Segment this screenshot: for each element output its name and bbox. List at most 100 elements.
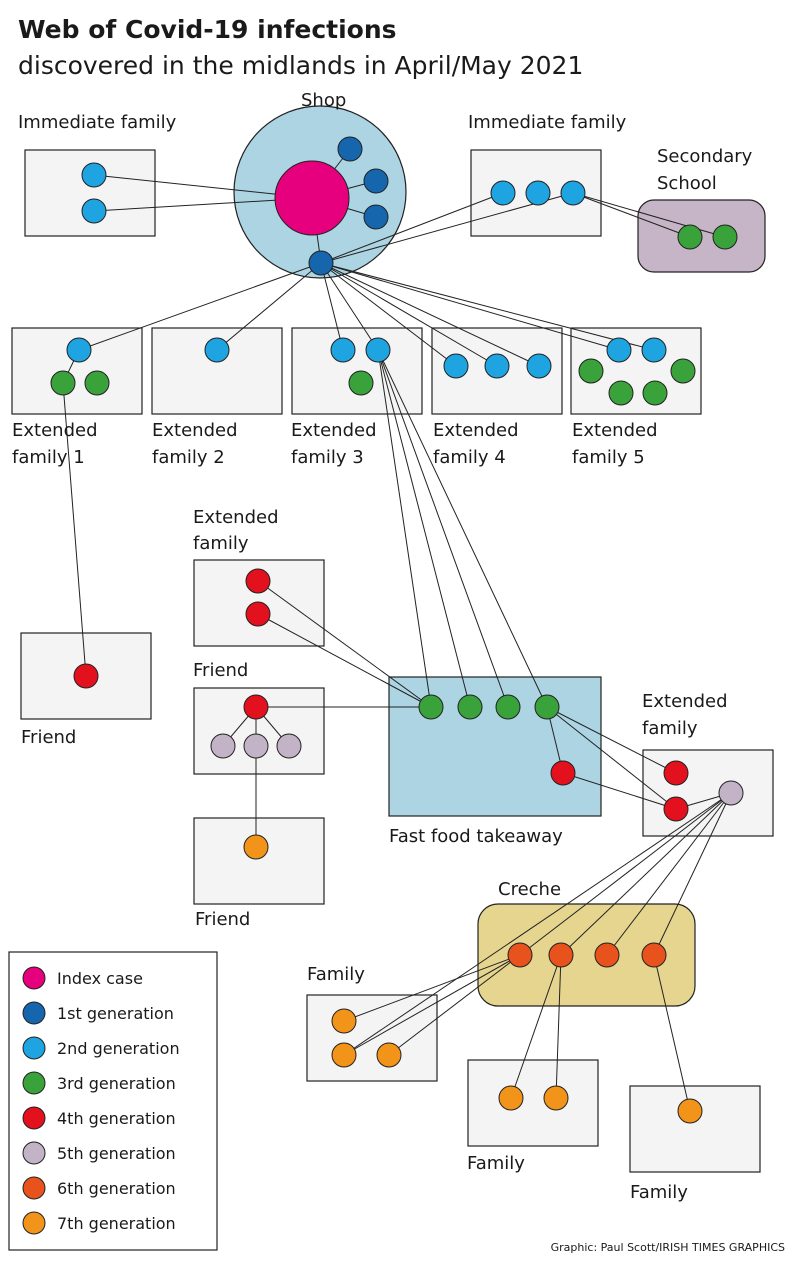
link-s4-ir3 bbox=[320, 192, 574, 264]
case-node-gen3-e5e bbox=[608, 380, 634, 406]
case-node-gen6-c3 bbox=[594, 942, 620, 968]
fast-food-takeaway-label: Fast food takeaway bbox=[389, 826, 563, 847]
link-e3b-t4 bbox=[377, 349, 548, 708]
family-right-label: Family bbox=[630, 1182, 688, 1203]
link-t5-er2 bbox=[562, 772, 677, 810]
link-s4-e5b bbox=[320, 262, 655, 351]
legend-label-gen5: 5th generation bbox=[57, 1144, 176, 1163]
friend-bottom-label: Friend bbox=[195, 909, 250, 930]
link-e3b-t1 bbox=[377, 349, 432, 708]
link-c2-fm5 bbox=[510, 954, 562, 1099]
case-node-gen2-ir2 bbox=[525, 180, 551, 206]
fast-food-takeaway-group bbox=[388, 676, 602, 817]
link-ir3-sc1 bbox=[572, 192, 691, 238]
extended-family-3-label-line2: family 3 bbox=[291, 447, 364, 468]
case-node-gen4-em1 bbox=[245, 568, 271, 594]
case-node-gen3-sc2 bbox=[712, 224, 738, 250]
link-s4-e1a bbox=[78, 262, 322, 351]
legend-swatch-gen3 bbox=[22, 1071, 46, 1095]
case-node-gen5-er3 bbox=[718, 780, 744, 806]
secondary-school-label-line1: Secondary bbox=[657, 146, 753, 167]
extended-family-mid-label-line1: Extended bbox=[193, 507, 279, 528]
legend-label-gen3: 3rd generation bbox=[57, 1074, 176, 1093]
case-node-gen2-e5b bbox=[641, 337, 667, 363]
extended-family-mid-label-line2: family bbox=[193, 533, 249, 554]
case-node-gen2-ir3 bbox=[560, 180, 586, 206]
extended-family-4-label-line2: family 4 bbox=[433, 447, 506, 468]
case-node-gen3-e1b bbox=[50, 370, 76, 396]
link-er3-c1 bbox=[519, 792, 732, 956]
link-s4-ir1 bbox=[320, 192, 504, 264]
case-node-gen6-c1 bbox=[507, 942, 533, 968]
case-node-gen2-e4c bbox=[526, 353, 552, 379]
case-node-gen2-if2 bbox=[81, 198, 107, 224]
family-mid-box bbox=[467, 1059, 599, 1147]
case-node-gen2-e5a bbox=[606, 337, 632, 363]
case-node-gen1-s3 bbox=[363, 204, 389, 230]
case-nodes bbox=[50, 136, 744, 1124]
link-s4-e4a bbox=[320, 262, 457, 367]
case-node-gen5-fm2 bbox=[210, 733, 236, 759]
friend-bottom-box bbox=[193, 817, 325, 905]
link-em2-t1 bbox=[257, 613, 432, 708]
case-node-gen7-fr1 bbox=[677, 1098, 703, 1124]
case-node-gen2-ir1 bbox=[490, 180, 516, 206]
link-e3b-t3 bbox=[377, 349, 509, 708]
link-t4-er1 bbox=[546, 706, 677, 774]
case-node-gen2-if1 bbox=[81, 162, 107, 188]
legend-swatch-gen2 bbox=[22, 1036, 46, 1060]
secondary-school-label-line2: School bbox=[657, 173, 717, 194]
link-er3-c3 bbox=[606, 792, 732, 956]
immediate-family-right-label: Immediate family bbox=[468, 112, 627, 133]
link-c1-fa3 bbox=[388, 954, 521, 1056]
case-node-gen4-fl bbox=[73, 663, 99, 689]
link-c1-fa1 bbox=[343, 954, 521, 1022]
link-er3-fa2 bbox=[343, 792, 732, 1056]
extended-family-5-label-line1: Extended bbox=[572, 420, 658, 441]
link-e1b-fl bbox=[62, 382, 87, 677]
case-node-gen7-fb bbox=[243, 834, 269, 860]
case-node-gen7-fm5 bbox=[498, 1085, 524, 1111]
case-node-gen3-e5c bbox=[578, 358, 604, 384]
case-node-gen1-s1 bbox=[337, 136, 363, 162]
legend-swatch-gen7 bbox=[22, 1211, 46, 1235]
legend-swatch-gen4 bbox=[22, 1106, 46, 1130]
case-node-gen4-er1 bbox=[663, 760, 689, 786]
case-node-gen3-sc1 bbox=[677, 224, 703, 250]
link-s4-e3b bbox=[320, 262, 379, 351]
graphic-credit: Graphic: Paul Scott/IRISH TIMES GRAPHICS bbox=[551, 1241, 785, 1254]
case-node-gen4-t5 bbox=[550, 760, 576, 786]
case-node-gen6-c2 bbox=[548, 942, 574, 968]
friend-mid-label: Friend bbox=[193, 660, 248, 681]
case-node-gen7-fa2 bbox=[331, 1042, 357, 1068]
link-c1-fa2 bbox=[343, 954, 521, 1056]
legend-label-gen6: 6th generation bbox=[57, 1179, 176, 1198]
extended-family-right-label-line1: Extended bbox=[642, 691, 728, 712]
case-node-gen2-e4b bbox=[484, 353, 510, 379]
case-node-gen2-e3a bbox=[330, 337, 356, 363]
link-s4-e2a bbox=[216, 262, 322, 351]
legend-label-gen1: 1st generation bbox=[57, 1004, 174, 1023]
case-node-gen3-t2 bbox=[457, 694, 483, 720]
case-node-gen7-fa3 bbox=[376, 1042, 402, 1068]
case-node-gen3-t1 bbox=[418, 694, 444, 720]
case-node-gen2-e2a bbox=[204, 337, 230, 363]
link-s4-e5a bbox=[320, 262, 620, 351]
diagram-title: Web of Covid-19 infections bbox=[18, 15, 397, 44]
case-node-gen4-er2 bbox=[663, 796, 689, 822]
extended-family-5-label-line2: family 5 bbox=[572, 447, 645, 468]
case-node-gen7-fa1 bbox=[331, 1008, 357, 1034]
case-node-gen4-em2 bbox=[245, 601, 271, 627]
legend-label-index: Index case bbox=[57, 969, 143, 988]
legend-swatch-gen1 bbox=[22, 1001, 46, 1025]
extended-family-3-label-line1: Extended bbox=[291, 420, 377, 441]
extended-family-4-label-line1: Extended bbox=[433, 420, 519, 441]
transmission-links bbox=[62, 148, 732, 1112]
case-node-gen3-t3 bbox=[495, 694, 521, 720]
link-er3-c4 bbox=[653, 792, 732, 956]
extended-family-2-label-line2: family 2 bbox=[152, 447, 225, 468]
extended-family-2-label-line1: Extended bbox=[152, 420, 238, 441]
link-c2-fm6 bbox=[555, 954, 562, 1099]
link-s4-e4b bbox=[320, 262, 498, 367]
